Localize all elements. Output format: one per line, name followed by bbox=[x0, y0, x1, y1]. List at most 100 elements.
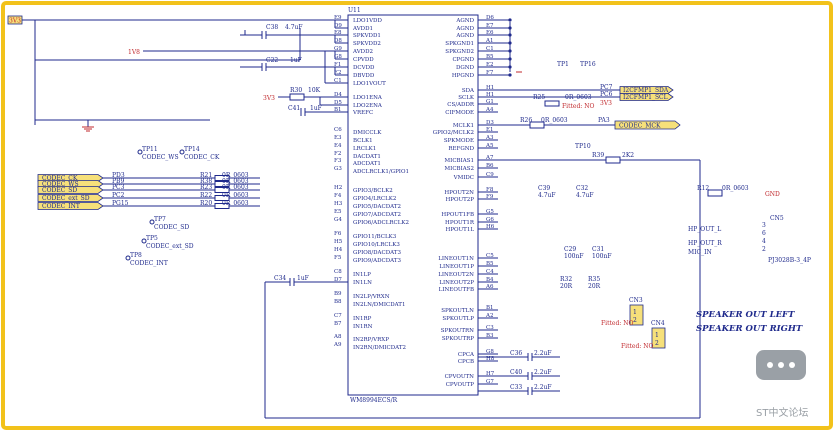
left-pin-num: C8 bbox=[334, 269, 342, 275]
right-pin-num: C3 bbox=[486, 325, 494, 331]
left-pin-num: F3 bbox=[334, 158, 342, 164]
right-pin-name: SPKOUTRN bbox=[441, 328, 474, 334]
svg-text:R12: R12 bbox=[697, 185, 709, 192]
hp-out-r-label: HP_OUT_R bbox=[688, 240, 722, 247]
left-pin-num: H4 bbox=[334, 247, 343, 253]
net-flag bbox=[37, 202, 104, 210]
right-pin-num: G6 bbox=[486, 217, 494, 223]
speaker-left-label: SPEAKER OUT LEFT bbox=[696, 310, 795, 320]
svg-text:1uF: 1uF bbox=[297, 275, 309, 282]
power-1v8-label: 1V8 bbox=[128, 49, 140, 56]
svg-text:C32: C32 bbox=[576, 185, 588, 192]
testpoint-net: CODEC_ext_SD bbox=[146, 243, 194, 250]
svg-text:R30: R30 bbox=[290, 87, 302, 94]
right-pin-num: B4 bbox=[486, 277, 494, 283]
left-pin-name: AVDD1 bbox=[352, 26, 373, 32]
svg-text:100nF: 100nF bbox=[592, 253, 611, 260]
left-pin-name: SPKVDD2 bbox=[353, 41, 381, 47]
left-pin-num: E2 bbox=[334, 70, 342, 76]
left-pin-name: IN2RP/VRXP bbox=[353, 337, 389, 343]
right-pin-num: H1 bbox=[486, 92, 494, 98]
left-pin-name: GPIO8/DACDAT3 bbox=[353, 250, 401, 256]
right-pin-num: D3 bbox=[486, 120, 494, 126]
left-pin-name: IN1RN bbox=[353, 324, 373, 330]
net-flag-label: CODEC_WS bbox=[42, 181, 79, 188]
right-pin-name: VMIDC bbox=[453, 175, 474, 181]
right-pin-num: A7 bbox=[485, 155, 494, 161]
svg-text:PA3: PA3 bbox=[598, 117, 610, 124]
left-pin-num: C1 bbox=[334, 78, 342, 84]
testpoint bbox=[149, 219, 155, 225]
left-pin-name: GPIO11/BCLK3 bbox=[353, 234, 397, 240]
left-pin-num: A9 bbox=[333, 342, 342, 348]
left-pin-num: G9 bbox=[334, 46, 342, 52]
left-pin-name: GPIO4/LRCLK2 bbox=[353, 196, 396, 202]
right-pin-name: SPKMODE bbox=[444, 138, 474, 144]
right-pin-num: E7 bbox=[486, 23, 494, 29]
cp-cap-ref: C40 bbox=[510, 369, 522, 376]
left-pin-num: H3 bbox=[334, 201, 343, 207]
c22-ref: C22 bbox=[266, 57, 278, 64]
right-pin-num: C1 bbox=[486, 46, 494, 52]
cp-cap-val: 2.2uF bbox=[534, 350, 552, 357]
svg-text:4.7uF: 4.7uF bbox=[538, 192, 556, 199]
left-pin-name: GPIO9/ADCDAT3 bbox=[353, 258, 401, 264]
left-pin-name: LDO1VDD bbox=[353, 18, 382, 24]
testpoint-net: CODEC_SD bbox=[154, 224, 189, 231]
port-label: PG15 bbox=[112, 200, 129, 207]
right-pin-name: LINEOUTFB bbox=[439, 287, 474, 293]
right-pin-num: A5 bbox=[485, 143, 494, 149]
right-pin-name: SPKOUTRP bbox=[442, 336, 474, 342]
left-pin-num: B7 bbox=[334, 321, 342, 327]
i2c-label: I2CFMP1_SDA bbox=[623, 87, 669, 94]
right-pin-num: A6 bbox=[485, 284, 494, 290]
right-pin-num: B5 bbox=[486, 261, 494, 267]
svg-text:2: 2 bbox=[762, 246, 766, 253]
right-pin-name: CPVOUTN bbox=[445, 374, 475, 380]
c22-val: 1uF bbox=[290, 57, 302, 64]
left-pin-name: GPIO5/DACDAT2 bbox=[353, 204, 401, 210]
left-pin-name: IN2LP/VRXN bbox=[353, 294, 390, 300]
left-pin-name: LDO1VOUT bbox=[353, 81, 386, 87]
right-pin-num: C9 bbox=[486, 172, 494, 178]
left-pin-num: H5 bbox=[334, 239, 343, 245]
left-pin-num: G3 bbox=[334, 166, 342, 172]
resistor-val: 0R_0603 bbox=[222, 178, 249, 185]
right-pin-name: CS/ADDR bbox=[447, 102, 475, 108]
right-pin-num: D6 bbox=[486, 15, 494, 21]
left-pin-name: CPVDD bbox=[353, 57, 374, 63]
right-pin-name: SPKOUTLN bbox=[441, 308, 474, 314]
svg-text:0R_0603: 0R_0603 bbox=[722, 185, 749, 192]
port-label: PC2 bbox=[112, 192, 125, 199]
right-pin-name: CIFMODE bbox=[445, 110, 474, 116]
resistor-ref: R23 bbox=[200, 184, 212, 191]
svg-text:6: 6 bbox=[762, 230, 766, 237]
left-pin-name: LDO2ENA bbox=[353, 103, 383, 109]
resistor-val: 0R_0603 bbox=[222, 172, 249, 179]
right-pin-name: HPOUT2N bbox=[444, 190, 474, 196]
svg-text:Fitted: NO: Fitted: NO bbox=[601, 320, 633, 327]
testpoint-ref: TP14 bbox=[184, 146, 200, 153]
headphone-circuit: R12 0R_0603 GND CN5 3 6 4 2 HP_OUT_L HP_… bbox=[688, 185, 811, 264]
svg-text:CN4: CN4 bbox=[651, 320, 665, 327]
right-pin-name: REFGND bbox=[448, 146, 474, 152]
right-pin-num: A3 bbox=[485, 135, 494, 141]
net-flag-label: CODEC_SD bbox=[42, 187, 77, 194]
r25-v: 3V3 bbox=[600, 100, 612, 107]
left-pin-num: F6 bbox=[334, 231, 342, 237]
right-pin-num: C5 bbox=[486, 253, 494, 259]
svg-text:1V8: 1V8 bbox=[128, 49, 140, 56]
i2c-port: PC6 bbox=[600, 91, 613, 98]
right-pin-name: SPKOUTLP bbox=[442, 316, 474, 322]
power-3v3-label: 3V3 bbox=[7, 15, 23, 25]
port-label: PB9 bbox=[112, 178, 124, 185]
svg-text:CODEC_MCK: CODEC_MCK bbox=[619, 123, 661, 130]
testpoint-ref: TP8 bbox=[130, 252, 142, 259]
r25-fitted: Fitted: NO bbox=[562, 103, 594, 110]
left-pin-num: E9 bbox=[334, 15, 342, 21]
right-pin-name: MICBIAS1 bbox=[445, 158, 474, 164]
left-pin-name: GPIO3/BCLK2 bbox=[353, 188, 393, 194]
left-pin-num: D5 bbox=[334, 100, 342, 106]
